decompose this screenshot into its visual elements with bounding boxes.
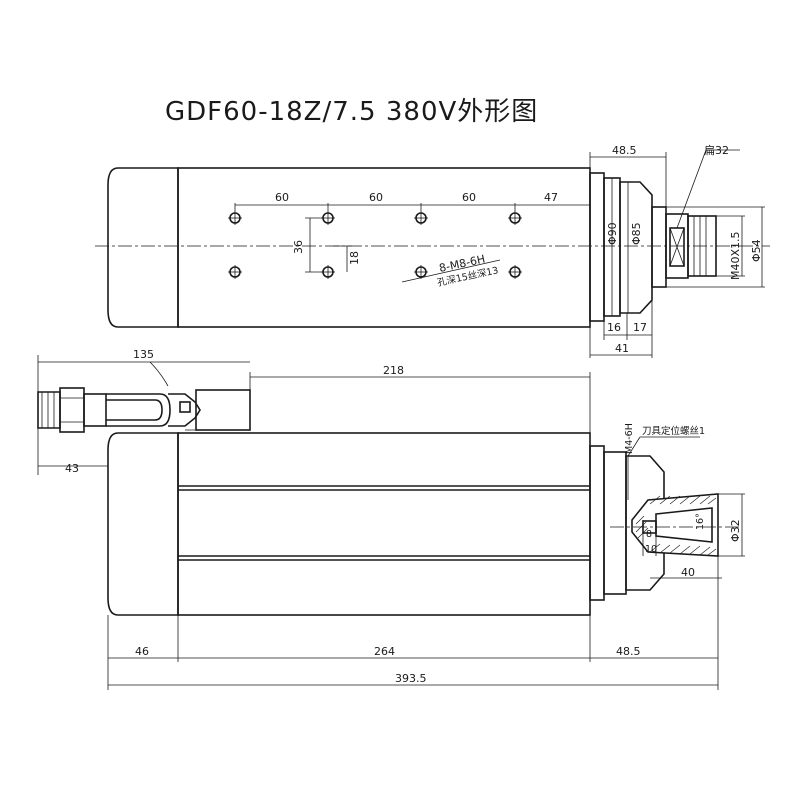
top-view: 60 60 60 47 36 18 8-M8-6H 孔深15丝深13 48.5 …	[95, 144, 770, 358]
dim-218: 218	[383, 364, 404, 377]
dim-40: 40	[681, 566, 695, 579]
dim-dia-32: Φ32	[729, 519, 742, 542]
cable-clamp-loop	[106, 393, 171, 427]
dim-10: 10	[645, 544, 657, 555]
mounting-hole	[414, 265, 428, 279]
dim-18: 18	[348, 251, 361, 265]
cable-clamp-inner	[106, 399, 163, 421]
side-motor-body	[177, 432, 591, 616]
dim-48-5-bottom: 48.5	[616, 645, 641, 658]
dim-m4: M4-6H	[624, 423, 635, 454]
dim-41: 41	[615, 342, 629, 355]
flat-leader	[676, 149, 707, 229]
dim-48-5-top: 48.5	[612, 144, 637, 157]
dim-dia-54: Φ54	[750, 239, 763, 262]
side-front-flange	[589, 445, 605, 601]
top-nut-cross-2	[669, 227, 685, 267]
side-rear-cap	[107, 432, 179, 616]
dim-135: 135	[133, 348, 154, 361]
cable-gland-nut	[59, 387, 85, 433]
dim-thread-m40: M40X1.5	[729, 231, 742, 280]
mounting-hole	[321, 265, 335, 279]
dim-dia-85: Φ85	[630, 222, 643, 245]
dim-46: 46	[135, 645, 149, 658]
mounting-hole	[508, 265, 522, 279]
dim-264: 264	[374, 645, 395, 658]
connector-block	[195, 389, 251, 431]
latch-pin	[179, 401, 191, 413]
mounting-holes	[228, 211, 522, 279]
dim-spacing-3: 60	[462, 191, 476, 204]
side-flange-step	[603, 451, 627, 595]
dim-spacing-2: 60	[369, 191, 383, 204]
side-view: 135 218 43	[37, 348, 745, 690]
top-nut-neck	[651, 206, 667, 288]
cable-gland-body	[83, 393, 107, 427]
dim-flat-32: 扁32	[704, 144, 729, 157]
dim-393-5: 393.5	[395, 672, 427, 685]
hole-note-leader	[401, 259, 501, 283]
dim-17: 17	[633, 321, 647, 334]
top-nose-cone	[619, 181, 653, 314]
tool-screw-leader	[627, 436, 641, 457]
dim-16: 16	[607, 321, 621, 334]
side-nose-cone	[625, 455, 665, 591]
latch-callout	[149, 361, 169, 387]
top-rear-cap	[107, 167, 179, 328]
dim-dia-90: Φ90	[606, 222, 619, 245]
dim-36: 36	[292, 240, 305, 254]
dim-spacing-1: 60	[275, 191, 289, 204]
top-motor-body	[177, 167, 591, 328]
mounting-hole	[321, 211, 335, 225]
drawing-title: GDF60-18Z/7.5 380V外形图	[165, 97, 538, 127]
cable-gland-cap	[37, 391, 61, 429]
connector-latch	[168, 393, 201, 427]
mounting-hole	[414, 211, 428, 225]
note-tool-screw: 刀具定位螺丝1	[642, 425, 705, 437]
top-front-flange	[589, 172, 605, 322]
dim-43: 43	[65, 462, 79, 475]
dim-8: 8	[646, 529, 652, 540]
mounting-hole	[508, 211, 522, 225]
dim-spacing-47: 47	[544, 191, 558, 204]
dim-16-deg: 16°	[695, 513, 706, 530]
mounting-hole	[228, 265, 242, 279]
mounting-hole	[228, 211, 242, 225]
